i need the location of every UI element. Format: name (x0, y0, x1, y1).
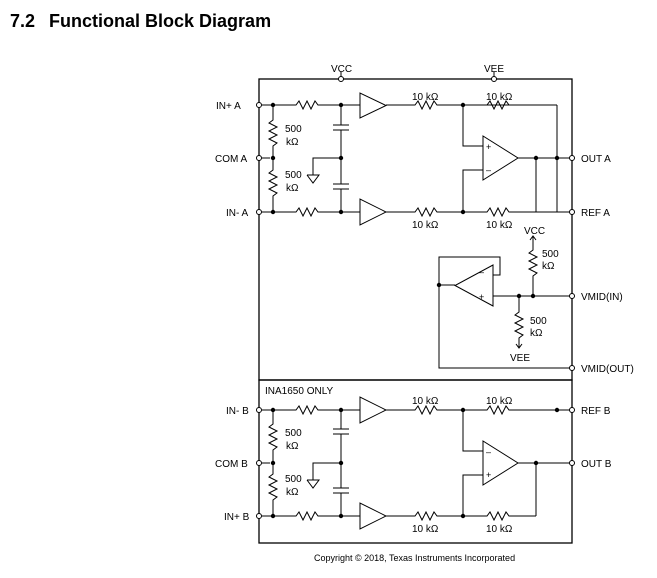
section-heading: 7.2 Functional Block Diagram (10, 11, 271, 32)
r10k-a2-value: 10 kΩ (486, 92, 513, 103)
copyright-footer: Copyright © 2018, Texas Instruments Inco… (314, 553, 515, 563)
vee-arrow-icon (515, 343, 523, 349)
r10k-a4-value: 10 kΩ (486, 220, 513, 231)
r500-b2-unit: kΩ (286, 487, 299, 498)
ref-a-pin (569, 209, 575, 215)
r10k-a3-value: 10 kΩ (412, 220, 439, 231)
r10k-a1-value: 10 kΩ (412, 92, 439, 103)
vcc-top-label: VCC (331, 64, 352, 75)
r500-vmid-bot-unit: kΩ (530, 328, 543, 339)
r10k-b4-value: 10 kΩ (486, 524, 513, 535)
ref-b-label: REF B (581, 406, 611, 417)
vmid-buffer-plus: + (479, 292, 484, 302)
vmid-buffer-icon (453, 264, 494, 307)
section-number: 7.2 (10, 11, 36, 31)
section-title: Functional Block Diagram (49, 11, 272, 31)
out-a-pin (569, 155, 575, 161)
ref-a-label: REF A (581, 208, 610, 219)
r10k-b1-value: 10 kΩ (412, 396, 439, 407)
buffer-a-top-icon (359, 92, 388, 119)
ground-b-icon (306, 479, 320, 489)
vee-pin (491, 76, 497, 82)
out-a-label: OUT A (581, 154, 611, 165)
vmid-circuit: VCC 500 kΩ VMID(IN) 500 kΩ VEE – + VMID(… (436, 226, 634, 375)
r10k-b2-value: 10 kΩ (486, 396, 513, 407)
in-plus-b-label: IN+ B (224, 512, 250, 523)
diff-amp-a-plus: + (486, 142, 491, 152)
buffer-a-bottom-icon (359, 198, 388, 226)
r500-a1-unit: kΩ (286, 137, 299, 148)
buffer-b-bottom-icon (359, 502, 388, 530)
buffer-b-top-icon (359, 396, 388, 424)
r500-a2-unit: kΩ (286, 183, 299, 194)
vee-inner-label: VEE (510, 353, 530, 364)
out-b-pin (569, 460, 575, 466)
in-plus-b-pin (256, 513, 262, 519)
com-b-pin (256, 460, 262, 466)
diff-amp-a-minus: – (486, 165, 491, 175)
r500-b1-value: 500 (285, 428, 302, 439)
diff-amp-a-icon (482, 135, 519, 181)
r500-a2-value: 500 (285, 170, 302, 181)
vcc-inner-label: VCC (524, 226, 545, 237)
vmid-out-label: VMID(OUT) (581, 364, 634, 375)
r500-a1-value: 500 (285, 124, 302, 135)
in-minus-b-pin (256, 407, 262, 413)
r500-b2-value: 500 (285, 474, 302, 485)
vmid-in-label: VMID(IN) (581, 292, 623, 303)
in-minus-b-label: IN- B (226, 406, 249, 417)
channel-b: IN- B COM B IN+ B 500 kΩ 500 kΩ 10 kΩ 10… (215, 396, 612, 535)
ground-a-icon (306, 174, 320, 184)
diff-amp-b-plus: + (486, 470, 491, 480)
vmid-buffer-minus: – (479, 267, 484, 277)
r500-vmid-top-value: 500 (542, 249, 559, 260)
channel-a: IN+ A COM A IN- A 500 kΩ 500 kΩ (215, 92, 611, 231)
r500-vmid-bot-value: 500 (530, 316, 547, 327)
in-plus-a-label: IN+ A (216, 101, 241, 112)
in-minus-a-label: IN- A (226, 208, 249, 219)
diff-amp-b-icon (482, 440, 519, 486)
com-b-label: COM B (215, 459, 248, 470)
diff-amp-b-minus: – (486, 447, 491, 457)
out-b-label: OUT B (581, 459, 612, 470)
vcc-pin (338, 76, 344, 82)
ref-b-pin (569, 407, 575, 413)
in-plus-a-pin (256, 102, 262, 108)
ina1650-only-label: INA1650 ONLY (265, 386, 334, 397)
com-a-label: COM A (215, 154, 248, 165)
r500-vmid-top-unit: kΩ (542, 261, 555, 272)
r500-b1-unit: kΩ (286, 441, 299, 452)
com-a-pin (256, 155, 262, 161)
vmid-out-pin (569, 365, 575, 371)
vee-top-label: VEE (484, 64, 504, 75)
vmid-in-pin (569, 293, 575, 299)
r10k-b3-value: 10 kΩ (412, 524, 439, 535)
in-minus-a-pin (256, 209, 262, 215)
